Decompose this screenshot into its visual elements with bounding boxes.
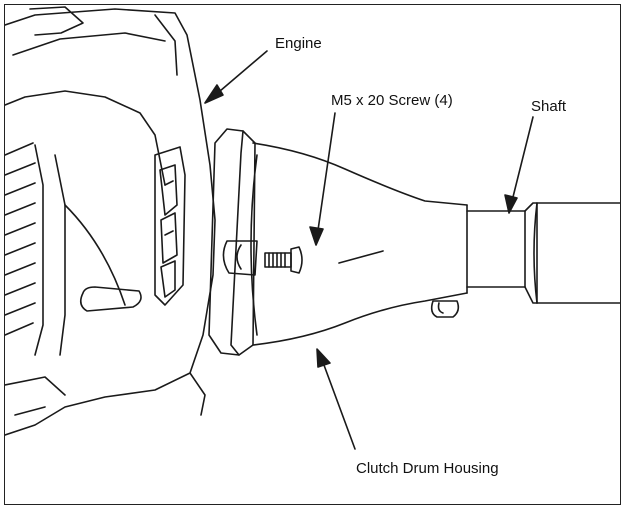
screw-arrow <box>309 112 336 246</box>
engine-arrow <box>204 50 268 104</box>
assembly-illustration <box>5 6 620 450</box>
engine-body <box>5 6 216 436</box>
shaft-arrow <box>504 116 534 214</box>
diagram-frame: Engine M5 x 20 Screw (4) Shaft Clutch Dr… <box>4 4 621 505</box>
clutch-drum-housing <box>208 128 526 356</box>
screw-label: M5 x 20 Screw (4) <box>331 92 453 109</box>
shaft <box>524 202 620 304</box>
clutch-drum-housing-label: Clutch Drum Housing <box>356 460 499 477</box>
clutch-arrow <box>316 348 356 450</box>
shaft-label: Shaft <box>531 98 567 115</box>
engine-label: Engine <box>275 35 322 52</box>
